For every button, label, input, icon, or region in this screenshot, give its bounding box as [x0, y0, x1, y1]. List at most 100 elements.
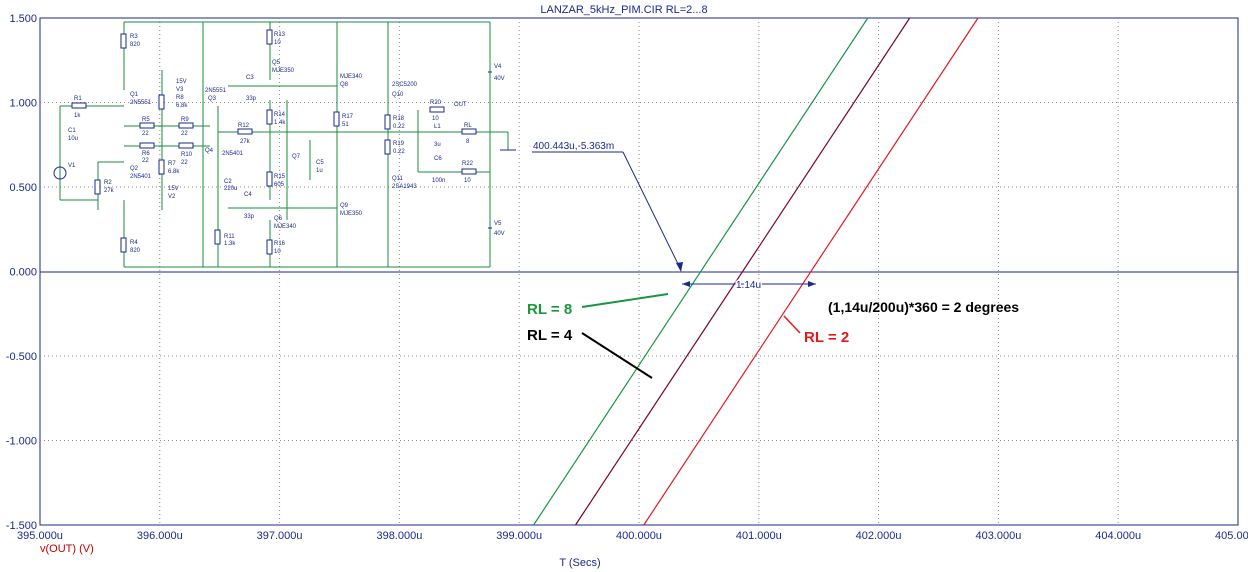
- svg-text:R15: R15: [274, 174, 286, 180]
- svg-text:51: 51: [342, 122, 349, 128]
- svg-text:R8: R8: [176, 95, 184, 101]
- x-tick-label: 405.000u: [1215, 530, 1248, 542]
- svg-text:22: 22: [142, 158, 149, 164]
- x-tick-label: 400.000u: [616, 530, 662, 542]
- x-tick-label: 396.000u: [137, 530, 183, 542]
- y-tick-label: -1.500: [6, 520, 37, 532]
- svg-text:R3: R3: [130, 34, 138, 40]
- x-tick-label: 399.000u: [496, 530, 542, 542]
- svg-text:1k: 1k: [74, 113, 81, 119]
- svg-text:R1: R1: [74, 96, 82, 102]
- svg-text:C5: C5: [316, 160, 324, 166]
- series-line-rl-4[interactable]: [574, 17, 911, 526]
- svg-text:1u: 1u: [316, 168, 323, 174]
- series-line-rl-2[interactable]: [643, 17, 979, 526]
- y-tick-label: 0.500: [9, 182, 37, 194]
- svg-text:1.3k: 1.3k: [224, 241, 236, 247]
- svg-text:2N5551: 2N5551: [130, 100, 152, 106]
- x-tick-label: 404.000u: [1095, 530, 1141, 542]
- svg-text:MJE340: MJE340: [274, 224, 297, 230]
- svg-text:10: 10: [432, 116, 439, 122]
- svg-text:MJE350: MJE350: [340, 211, 363, 217]
- cursor-leader: [622, 151, 682, 271]
- svg-text:3u: 3u: [434, 142, 441, 148]
- svg-text:R9: R9: [181, 117, 189, 123]
- svg-text:V3: V3: [176, 87, 184, 93]
- y-tick-label: -1.000: [6, 436, 37, 448]
- leader-rl2: [783, 315, 801, 334]
- svg-text:R18: R18: [393, 116, 405, 122]
- svg-text:10: 10: [464, 178, 471, 184]
- delta-arrow-left: [682, 281, 690, 287]
- svg-text:R12: R12: [238, 123, 250, 129]
- svg-text:R16: R16: [274, 241, 286, 247]
- svg-text:C1: C1: [68, 128, 76, 134]
- cursor-readout: 400.443u,-5.363m: [533, 141, 614, 152]
- svg-text:2SA1943: 2SA1943: [392, 184, 417, 190]
- y-tick-label: 0.000: [9, 267, 37, 279]
- svg-text:Q1: Q1: [130, 92, 139, 98]
- delta-label: 1.14u: [736, 280, 761, 291]
- window-title: LANZAR_5kHz_PIM.CIR RL=2...8: [540, 4, 707, 16]
- svg-text:R20: R20: [430, 100, 442, 106]
- svg-text:R19: R19: [393, 141, 405, 147]
- svg-text:10: 10: [274, 249, 281, 255]
- svg-text:L1: L1: [434, 124, 441, 130]
- svg-text:C4: C4: [244, 192, 252, 198]
- svg-text:22: 22: [181, 160, 188, 166]
- label-rl8: RL = 8: [527, 301, 572, 318]
- svg-text:R7: R7: [168, 161, 176, 167]
- label-rl4: RL = 4: [527, 327, 573, 344]
- svg-text:R2: R2: [104, 180, 112, 186]
- svg-text:R22: R22: [462, 161, 474, 167]
- svg-text:15V: 15V: [168, 186, 179, 192]
- svg-text:33p: 33p: [246, 96, 257, 102]
- delta-arrow-right: [808, 281, 816, 287]
- label-rl2: RL = 2: [804, 329, 849, 346]
- y-tick-label: -0.500: [6, 351, 37, 363]
- svg-text:6.8k: 6.8k: [168, 169, 180, 175]
- svg-text:R17: R17: [342, 114, 354, 120]
- x-axis-label: T (Secs): [559, 557, 600, 569]
- svg-text:10u: 10u: [68, 136, 78, 142]
- svg-text:R11: R11: [224, 234, 235, 240]
- svg-text:Q6: Q6: [274, 216, 283, 222]
- svg-text:C6: C6: [434, 156, 442, 162]
- svg-text:15V: 15V: [176, 79, 187, 85]
- svg-text:820: 820: [130, 42, 141, 48]
- svg-text:Q10: Q10: [392, 92, 404, 98]
- svg-text:100n: 100n: [432, 178, 445, 184]
- y-tick-label: 1.500: [9, 13, 37, 25]
- x-axis-ticks: 395.000u 396.000u 397.000u 398.000u 399.000u…: [17, 530, 1248, 542]
- y-axis-label: v(OUT) (V): [40, 543, 94, 555]
- x-tick-label: 398.000u: [376, 530, 422, 542]
- svg-text:40V: 40V: [494, 231, 505, 237]
- svg-text:0.22: 0.22: [393, 124, 405, 130]
- schematic-sources: [53, 71, 516, 229]
- series-line-rl-8[interactable]: [533, 17, 869, 526]
- x-tick-label: 395.000u: [17, 530, 63, 542]
- svg-text:2N5551: 2N5551: [205, 88, 227, 94]
- svg-text:2N5401: 2N5401: [130, 174, 152, 180]
- svg-text:Q4: Q4: [205, 148, 214, 154]
- x-tick-label: 397.000u: [257, 530, 303, 542]
- svg-text:10: 10: [274, 40, 281, 46]
- leader-rl8: [581, 293, 669, 308]
- svg-text:8: 8: [466, 139, 470, 145]
- svg-text:Q5: Q5: [272, 60, 281, 66]
- svg-text:C2: C2: [224, 179, 232, 185]
- svg-text:Q2: Q2: [130, 166, 139, 172]
- svg-text:22: 22: [181, 131, 188, 137]
- svg-text:V4: V4: [494, 64, 502, 70]
- svg-text:R14: R14: [274, 112, 286, 118]
- svg-text:R5: R5: [142, 117, 150, 123]
- svg-text:22: 22: [142, 131, 149, 137]
- svg-text:2SC5200: 2SC5200: [392, 82, 418, 88]
- svg-text:MJE350: MJE350: [272, 68, 295, 74]
- svg-text:MJE340: MJE340: [340, 74, 363, 80]
- svg-text:R10: R10: [181, 152, 193, 158]
- svg-text:OUT: OUT: [454, 102, 467, 108]
